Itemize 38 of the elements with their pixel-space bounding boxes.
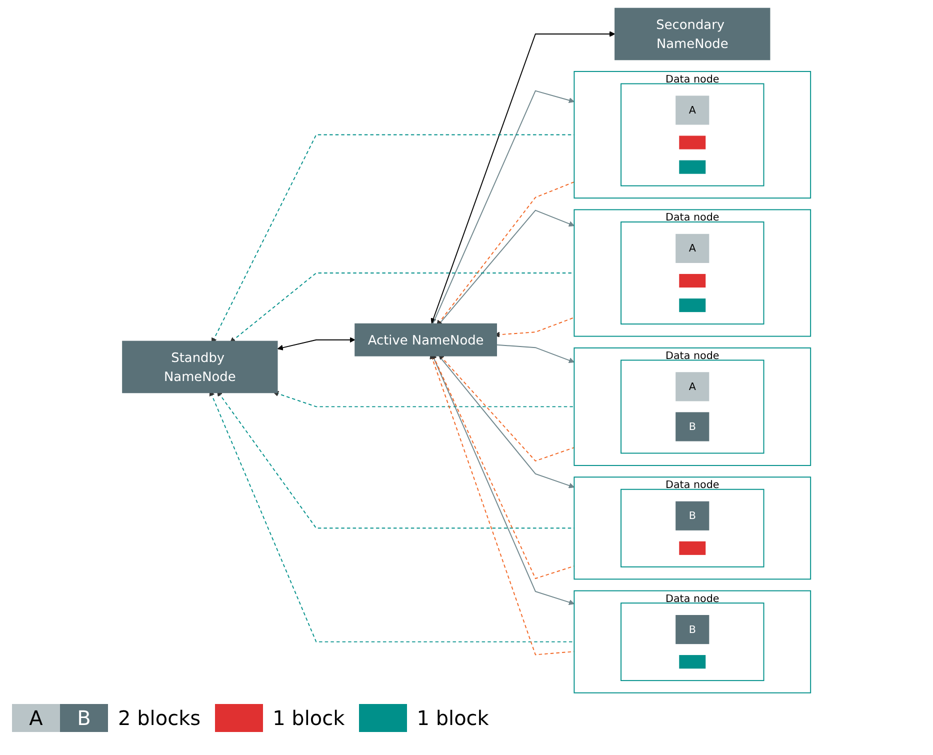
arrow bbox=[438, 355, 574, 488]
arrow bbox=[432, 90, 574, 324]
cluster bbox=[620, 602, 764, 681]
arrow bbox=[230, 272, 575, 342]
arrow bbox=[273, 390, 575, 407]
cluster bbox=[620, 359, 764, 454]
arrow bbox=[430, 30, 616, 324]
node-box bbox=[679, 273, 706, 288]
cluster bbox=[620, 82, 764, 186]
node-box bbox=[679, 654, 706, 668]
node-box bbox=[679, 135, 706, 149]
arrow bbox=[216, 390, 575, 528]
arrow bbox=[212, 134, 575, 343]
node-box: B bbox=[676, 412, 710, 441]
legend-text: 2 blocks bbox=[118, 706, 201, 730]
arrow bbox=[496, 344, 574, 363]
node-box: Active NameNode bbox=[354, 322, 497, 356]
node-box: B bbox=[676, 500, 710, 530]
legend-text: 1 block bbox=[416, 706, 489, 730]
node-box: A bbox=[676, 233, 710, 262]
arrow bbox=[209, 390, 575, 642]
node-box: A bbox=[676, 372, 710, 401]
node-box bbox=[679, 298, 706, 312]
block-swatch: A bbox=[12, 704, 60, 732]
node-box bbox=[679, 160, 706, 174]
node-box: A bbox=[676, 95, 710, 124]
arrow bbox=[438, 354, 575, 462]
cluster bbox=[620, 220, 764, 324]
node-box: Standby NameNode bbox=[122, 340, 278, 393]
cluster bbox=[620, 488, 764, 567]
legend-text: 1 block bbox=[272, 706, 345, 730]
node-box: B bbox=[676, 614, 710, 644]
block-swatch: B bbox=[60, 704, 108, 732]
node-box bbox=[679, 540, 706, 554]
arrow bbox=[439, 209, 574, 324]
node-box: Secondary NameNode bbox=[614, 7, 770, 60]
arrow bbox=[436, 180, 575, 326]
arrow bbox=[277, 336, 356, 350]
